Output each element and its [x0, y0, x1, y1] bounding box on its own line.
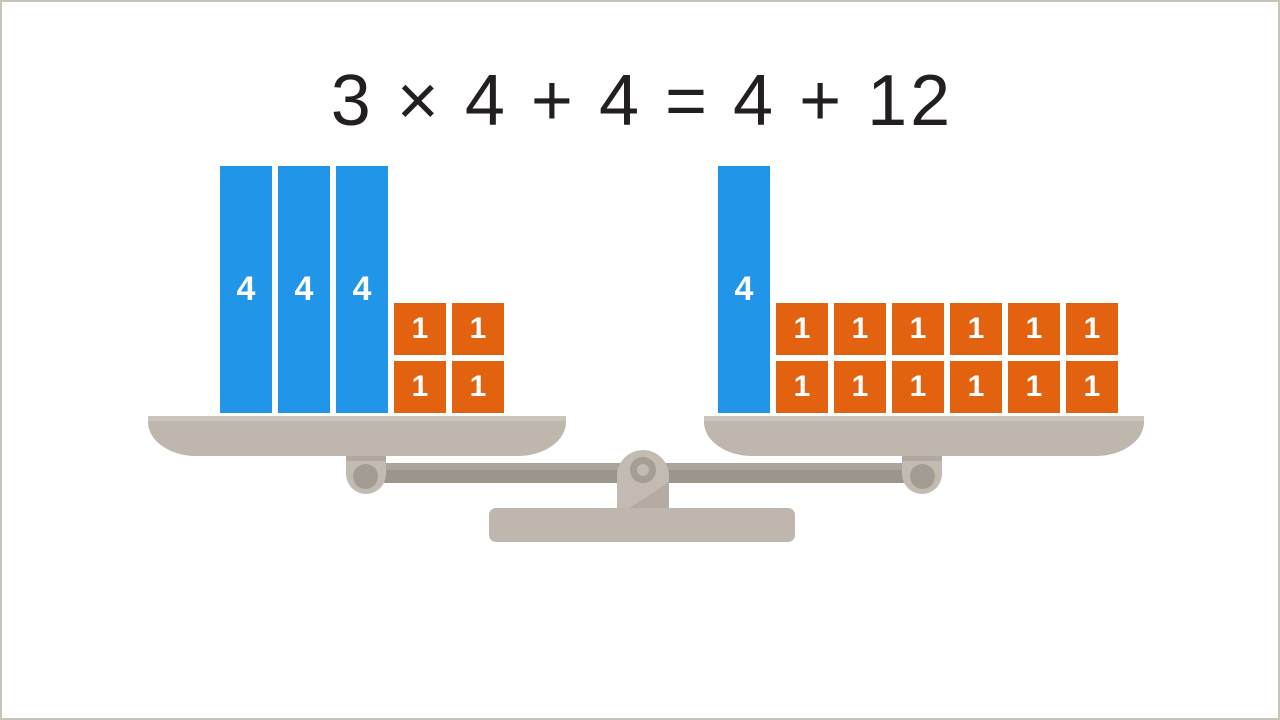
right-orange_units-tile[interactable]: 1: [1008, 303, 1060, 355]
left-blue_bars-tile[interactable]: 4: [220, 166, 272, 413]
left-blue_bars-tile[interactable]: 4: [278, 166, 330, 413]
left-pan: [148, 416, 566, 456]
right-orange_units-tile[interactable]: 1: [1008, 361, 1060, 413]
right-pan-bowl: [704, 421, 1144, 456]
scale-base: [489, 508, 795, 542]
right-orange_units-tile[interactable]: 1: [892, 303, 944, 355]
right-orange_units-tile[interactable]: 1: [1066, 361, 1118, 413]
right-orange_units-tile[interactable]: 1: [834, 303, 886, 355]
left-blue_bars-tile[interactable]: 4: [336, 166, 388, 413]
right-orange_units-tile[interactable]: 1: [776, 361, 828, 413]
right-orange_units-tile[interactable]: 1: [1066, 303, 1118, 355]
right-pan: [704, 416, 1144, 456]
right-orange_units-tile[interactable]: 1: [776, 303, 828, 355]
left-orange_units-tile[interactable]: 1: [394, 361, 446, 413]
right-blue_bars-tile[interactable]: 4: [718, 166, 770, 413]
left-pan-pivot-pin: [353, 464, 378, 489]
right-orange_units-tile[interactable]: 1: [834, 361, 886, 413]
right-orange_units-tile[interactable]: 1: [892, 361, 944, 413]
right-pan-rim: [704, 416, 1144, 422]
fulcrum-ring-icon: [630, 457, 656, 483]
left-orange_units-tile[interactable]: 1: [452, 303, 504, 355]
right-orange_units-tile[interactable]: 1: [950, 361, 1002, 413]
left-pan-bowl: [148, 421, 566, 456]
equation-title: 3 × 4 + 4 = 4 + 12: [330, 61, 954, 141]
right-pan-pivot-pin: [910, 464, 935, 489]
left-pan-rim: [148, 416, 566, 422]
left-orange_units-tile[interactable]: 1: [394, 303, 446, 355]
right-orange_units-tile[interactable]: 1: [950, 303, 1002, 355]
left-orange_units-tile[interactable]: 1: [452, 361, 504, 413]
